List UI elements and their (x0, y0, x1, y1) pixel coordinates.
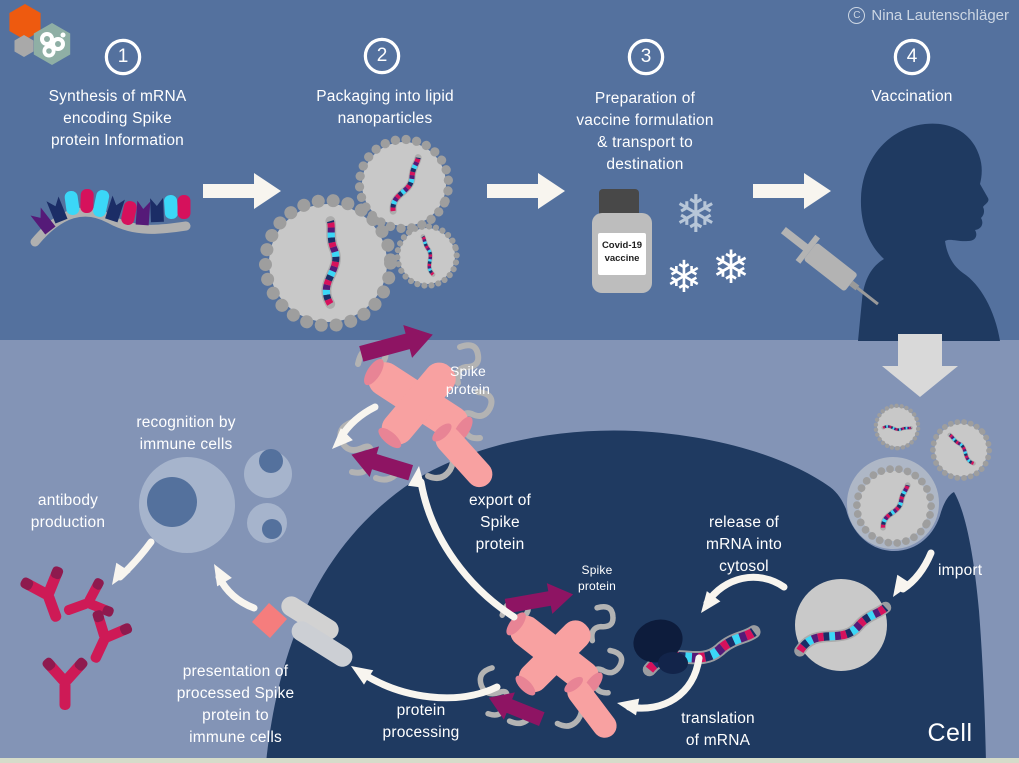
arrow-export (417, 478, 518, 621)
step1-label: Synthesis of mRNA encoding Spike protein… (48, 88, 187, 149)
protein-processing-label: protein processing (382, 702, 460, 741)
step4-number: 4 (895, 40, 929, 74)
step3-number: 3 (629, 40, 663, 74)
arrow-into-body-icon (882, 334, 958, 397)
person-head-silhouette (858, 123, 1000, 341)
bottom-edge-strip (0, 758, 1019, 763)
vial-label: Covid-19 vaccine (601, 240, 643, 264)
arrow-step1-to-step2-icon (203, 173, 281, 209)
nanoparticle-outside-1 (876, 406, 918, 448)
logo-molecule-icon (40, 32, 66, 58)
cell-label: Cell (927, 719, 973, 747)
snowflake-icon: ❄ (666, 252, 703, 303)
mrna-strand-graphic (30, 188, 191, 247)
antibodies (16, 562, 137, 710)
arrow-step3-to-step4-icon (753, 173, 831, 209)
logo-gray-hexagon-icon (14, 35, 34, 57)
presentation-label: presentation of processed Spike protein … (176, 663, 295, 746)
syringe-icon (780, 226, 879, 306)
copyright-name: Nina Lautenschläger (871, 7, 1009, 24)
arrow-translation (625, 654, 703, 712)
export-label: export of Spike protein (468, 492, 532, 553)
logo-orange-hexagon-icon (9, 4, 41, 40)
translation-label: translation of mRNA (681, 710, 755, 749)
spike-protein-inner-label: Spike protein (577, 563, 617, 593)
recognition-label: recognition by immune cells (136, 414, 236, 453)
copyright-icon: C (848, 7, 866, 24)
step4-label: Vaccination (871, 88, 953, 105)
step2-number: 2 (365, 39, 399, 73)
step1-number: 1 (106, 40, 140, 74)
snowflake-icon: ❄ (712, 240, 751, 294)
ribosome (633, 619, 688, 674)
antibody-production-label: antibody production (30, 492, 106, 531)
nanoparticle-outside-2 (921, 410, 1000, 489)
brand-logo (9, 4, 71, 65)
antigen-presentation-site (252, 596, 353, 667)
arrowhead-icon (206, 559, 232, 587)
import-label: import (938, 562, 983, 579)
cell-body (266, 430, 986, 763)
release-label: release of mRNA into cytosol (706, 514, 782, 575)
vaccine-vial (592, 189, 652, 293)
step2-label: Packaging into lipid nanoparticles (316, 88, 454, 127)
step3-label: Preparation of vaccine formulation & tra… (576, 90, 714, 173)
copyright: C Nina Lautenschläger (848, 7, 1009, 24)
endosome (795, 579, 887, 671)
immune-cells (139, 449, 292, 553)
arrow-protein-processing (358, 669, 501, 702)
snowflake-icon: ❄ (674, 185, 718, 245)
arrow-step2-to-step3-icon (487, 173, 565, 209)
spike-protein-outer-label: Spike protein (445, 363, 491, 398)
